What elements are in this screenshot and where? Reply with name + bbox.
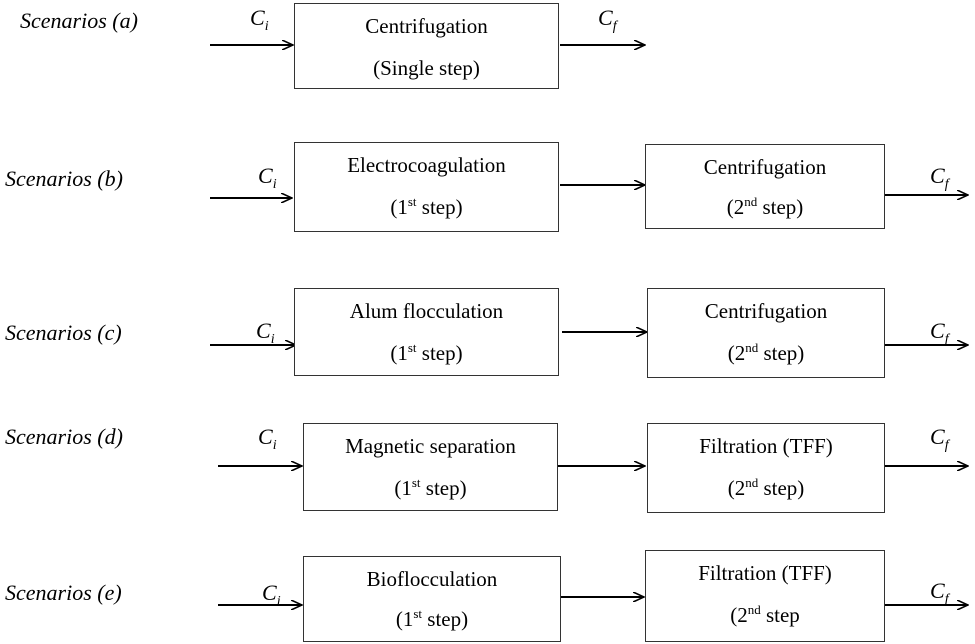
process-step: (1st step) xyxy=(395,606,469,631)
process-title: Bioflocculation xyxy=(366,567,498,591)
process-title: Electrocoagulation xyxy=(347,153,506,177)
scenario-label-c: Scenarios (c) xyxy=(5,320,122,345)
scenario-label-d: Scenarios (d) xyxy=(5,424,123,449)
cf-symbol-e: Cf xyxy=(930,578,949,607)
scenario-label-e: Scenarios (e) xyxy=(5,580,122,605)
process-title: Filtration (TFF) xyxy=(699,434,833,458)
scenario-label-a: Scenarios (a) xyxy=(20,8,138,33)
process-step: (2nd step) xyxy=(727,475,805,500)
cf-symbol-d: Cf xyxy=(930,424,949,453)
process-step: (Single step) xyxy=(373,56,480,80)
scenario-label-b: Scenarios (b) xyxy=(5,166,123,191)
process-step: (1st step) xyxy=(390,194,463,219)
ci-symbol-b: Ci xyxy=(258,163,277,192)
process-step: (2nd step) xyxy=(727,340,805,365)
process-box-d2: Filtration (TFF) (2nd step) xyxy=(647,423,885,513)
ci-symbol-a: Ci xyxy=(250,5,269,34)
cf-symbol-b: Cf xyxy=(930,163,949,192)
process-box-b2: Centrifugation (2nd step) xyxy=(645,144,885,229)
process-step: (2nd step xyxy=(730,602,800,627)
ci-symbol-d: Ci xyxy=(258,424,277,453)
process-box-e2: Filtration (TFF) (2nd step xyxy=(645,550,885,642)
process-title: Centrifugation xyxy=(704,299,828,323)
process-box-a1: Centrifugation (Single step) xyxy=(294,3,559,89)
process-box-c1: Alum flocculation (1st step) xyxy=(294,288,559,376)
process-step: (1st step) xyxy=(394,475,467,500)
process-title: Centrifugation xyxy=(365,14,488,38)
cf-symbol-a: Cf xyxy=(598,5,617,34)
process-title: Centrifugation xyxy=(703,155,827,179)
process-box-b1: Electrocoagulation (1st step) xyxy=(294,142,559,232)
process-box-c2: Centrifugation (2nd step) xyxy=(647,288,885,378)
process-title: Filtration (TFF) xyxy=(698,561,832,585)
ci-symbol-e: Ci xyxy=(262,580,281,609)
process-title: Magnetic separation xyxy=(345,434,516,458)
process-step: (1st step) xyxy=(390,340,463,365)
cf-symbol-c: Cf xyxy=(930,318,949,347)
ci-symbol-c: Ci xyxy=(256,318,275,347)
process-box-e1: Bioflocculation (1st step) xyxy=(303,556,561,642)
process-box-d1: Magnetic separation (1st step) xyxy=(303,423,558,511)
process-step: (2nd step) xyxy=(726,194,804,219)
process-title: Alum flocculation xyxy=(349,299,504,323)
